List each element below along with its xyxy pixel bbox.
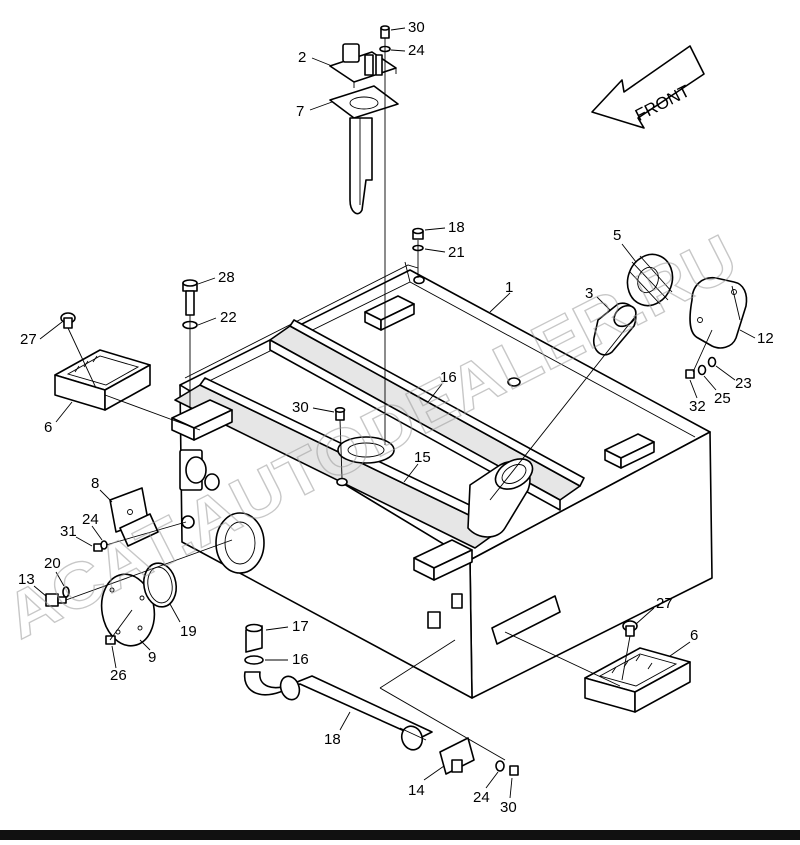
- callout-26: 26: [110, 667, 127, 684]
- bolt-32: [685, 369, 695, 379]
- fuel-level-sender: [329, 43, 397, 88]
- callout-22: 22: [220, 309, 237, 326]
- bolt-14: [412, 227, 424, 240]
- callout-11: 15: [414, 449, 431, 466]
- step-right: [584, 647, 691, 713]
- callout-5: 5: [613, 227, 621, 244]
- sender-gasket: [329, 85, 399, 119]
- washer-23: [707, 356, 717, 368]
- callout-16: 16: [292, 651, 309, 668]
- front-face-slots: [427, 593, 561, 645]
- callout-25: 25: [714, 390, 731, 407]
- callout-13: 13: [18, 571, 35, 588]
- bolt-28: [182, 279, 198, 316]
- callout-10: 12: [757, 330, 774, 347]
- callout-1: 1: [505, 279, 513, 296]
- sender-tube: [349, 117, 373, 215]
- callout-27-left: 27: [20, 331, 37, 348]
- washer-25: [697, 364, 707, 376]
- bottom-bar: [0, 830, 800, 840]
- hose-clamp-bracket: [439, 737, 475, 775]
- callout-23: 23: [735, 375, 752, 392]
- callout-14: 18: [448, 219, 465, 236]
- callout-24-left: 24: [82, 511, 99, 528]
- callout-6-right: 6: [690, 627, 698, 644]
- callout-7: 7: [296, 103, 304, 120]
- access-cover: [689, 276, 748, 349]
- hose-fitting: [245, 623, 263, 653]
- callout-30-top: 30: [408, 19, 425, 36]
- callout-24-top: 24: [408, 42, 425, 59]
- washer-24-bottom: [495, 760, 505, 772]
- callout-2: 2: [298, 49, 306, 66]
- sender-flange-seat: [337, 436, 395, 464]
- callout-3: 3: [585, 285, 593, 302]
- callout-12: 16: [440, 369, 457, 386]
- callout-28: 28: [218, 269, 235, 286]
- washer-20: [62, 586, 70, 598]
- bolt-27-right: [622, 620, 638, 637]
- callout-21: 21: [448, 244, 465, 261]
- callout-6-left: 6: [44, 419, 52, 436]
- callout-29: 30: [292, 399, 309, 416]
- callout-9: 9: [148, 649, 156, 666]
- mounting-pads: [171, 275, 655, 581]
- hose-washer: [244, 655, 264, 665]
- side-inspection-flange: [179, 449, 265, 574]
- drain-cover-plate: [100, 573, 156, 647]
- callout-27-right: 27: [656, 595, 673, 612]
- assembly-lines: [65, 38, 713, 761]
- callout-15: 14: [408, 782, 425, 799]
- cross-beam-12: [269, 319, 585, 511]
- bolt-30-top: [380, 25, 390, 39]
- callout-17: 17: [292, 618, 309, 635]
- filler-cap: [626, 253, 674, 307]
- filler-strainer: [592, 302, 637, 356]
- callout-31: 31: [60, 523, 77, 540]
- callout-30-bottom: 30: [500, 799, 517, 816]
- callouts: 30 24 2 7 18 21 5 3 1 12 23 25 32 28 22 …: [18, 19, 774, 816]
- callout-19: 19: [180, 623, 197, 640]
- bolt-27-left: [60, 312, 76, 329]
- callout-8: 8: [91, 475, 99, 492]
- front-direction-arrow: FRONT: [591, 45, 705, 129]
- fuel-hose: [243, 671, 433, 751]
- step-left: [54, 349, 151, 411]
- callout-24-bottom: 24: [473, 789, 490, 806]
- callout-32: 32: [689, 398, 706, 415]
- bolt-30-bottom: [509, 765, 519, 776]
- callout-18: 18: [324, 731, 341, 748]
- callout-20: 20: [44, 555, 61, 572]
